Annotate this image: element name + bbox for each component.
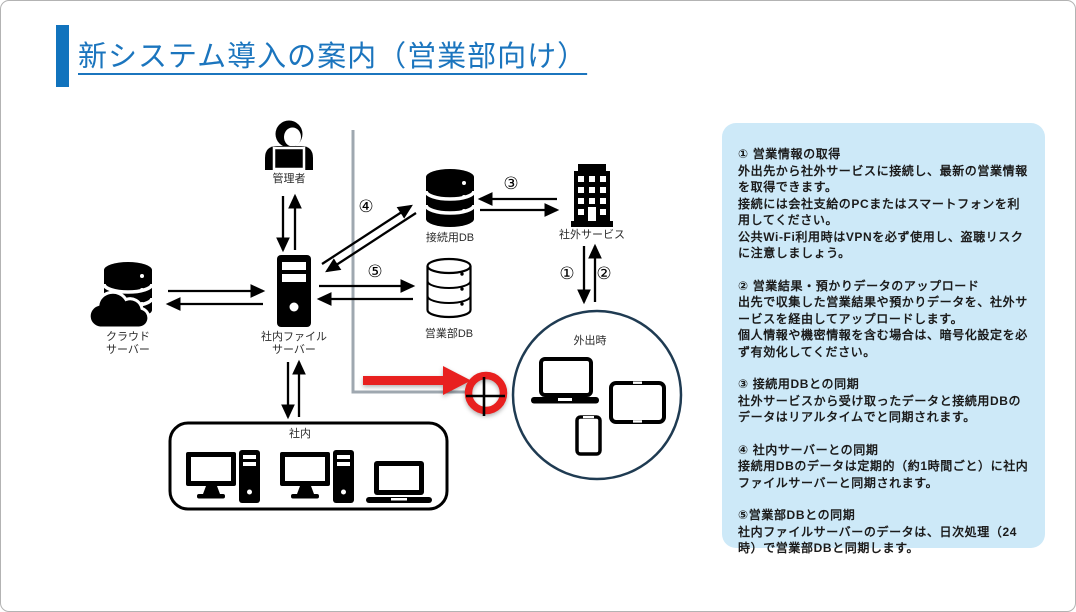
- tablet-icon: [609, 381, 666, 424]
- info-panel: ① 営業情報の取得 外出先から社外サービスに接続し、最新の営業情報を取得できます…: [722, 123, 1045, 555]
- section-line: 出先で収集した営業結果や預かりデータを、社外サービスを経由してアップロードします…: [738, 295, 1028, 326]
- out-of-office-circle: [511, 309, 683, 481]
- panel-section-4: ④ 社内サーバーとの同期 接続用DBのデータは定期的（約1時間ごと）に社内ファイ…: [738, 442, 1031, 492]
- external-service-icon: [571, 164, 613, 227]
- file-server-label-2: サーバー: [272, 343, 316, 356]
- out-of-office-label: 外出時: [574, 333, 607, 347]
- page-title: 新システム導入の案内（営業部向け）: [78, 41, 588, 73]
- panel-section-1: ① 営業情報の取得 外出先から社外サービスに接続し、最新の営業情報を取得できます…: [738, 146, 1031, 262]
- section-line: 接続用DBのデータは定期的（約1時間ごと）に社内ファイルサーバーと同期されます。: [738, 459, 1029, 490]
- section-line: 接続には会社支給のPCまたはスマートフォンを利用してください。: [738, 196, 1021, 228]
- desktop-pc-icon-2: [280, 450, 354, 503]
- panel-section-2: ② 営業結果・預かりデータのアップロード 出先で収集した営業結果や預かりデータを…: [738, 278, 1031, 361]
- arrow-server-db: [321, 204, 417, 273]
- section-line: 外出先から社外サービスに接続し、最新の営業情報を取得できます。: [738, 163, 1028, 195]
- click-target-crosshair: [466, 377, 505, 416]
- smartphone-icon: [575, 415, 602, 456]
- red-annotation: [363, 366, 508, 415]
- red-arrow-head: [443, 366, 471, 395]
- arrow-label-5: ⑤: [367, 262, 382, 282]
- red-arrow: [363, 376, 445, 385]
- section-heading: ③ 接続用DBとの同期: [738, 377, 860, 391]
- connection-db-icon: [424, 169, 476, 227]
- sales-db-icon: [426, 257, 472, 319]
- section-heading: ⑤営業部DBとの同期: [738, 508, 856, 522]
- cloud-server-label-2: サーバー: [106, 343, 150, 356]
- file-server-label-1: 社内ファイル: [261, 329, 327, 343]
- section-heading: ① 営業情報の取得: [738, 147, 841, 161]
- arrow-label-1: ①: [559, 264, 574, 284]
- arrow-cloud-server: [165, 284, 266, 311]
- file-server-icon: [277, 255, 311, 327]
- section-heading: ④ 社内サーバーとの同期: [738, 442, 879, 457]
- cloud-server-label-1: クラウド: [106, 330, 150, 343]
- title-accent-bar: [56, 25, 69, 87]
- arrow-admin-server: [276, 193, 302, 253]
- arrow-label-3: ③: [503, 174, 518, 194]
- arrow-db-service: [477, 192, 560, 217]
- desktop-pc-icon-1: [186, 450, 260, 503]
- red-highlight-circle: [464, 371, 508, 415]
- laptop-solid-icon: [366, 461, 432, 503]
- arrow-label-4: ④: [358, 197, 373, 217]
- laptop-outline-icon: [531, 357, 599, 404]
- arrow-server-salesdb: [316, 279, 416, 306]
- section-line: 個人情報や機密情報を含む場合は、暗号化設定を必ず有効化してください。: [738, 328, 1028, 359]
- panel-section-3: ③ 接続用DBとの同期 社外サービスから受け取ったデータと接続用DBのデータはリ…: [738, 376, 1031, 426]
- panel-section-5: ⑤営業部DBとの同期 社内ファイルサーバーのデータは、日次処理（24時）で営業部…: [738, 507, 1031, 557]
- admin-icon: [265, 120, 313, 171]
- section-line: 社内ファイルサーバーのデータは、日次処理（24時）で営業部DBと同期します。: [738, 524, 1018, 556]
- external-service-label: 社外サービス: [559, 227, 625, 241]
- office-label: 社内: [289, 426, 311, 440]
- cloud-server-icon: [87, 262, 154, 330]
- admin-label: 管理者: [273, 171, 306, 185]
- arrow-label-2: ②: [596, 264, 611, 284]
- connection-db-label: 接続用DB: [426, 230, 474, 244]
- section-line: 社外サービスから受け取ったデータと接続用DBのデータはリアルタイムでと同期されま…: [738, 393, 1022, 425]
- connector-line: [351, 130, 470, 394]
- arrow-service-out: [577, 243, 602, 305]
- section-line: 公共Wi-Fi利用時はVPNを必ず使用し、盗聴リスクに注意しましょう。: [738, 229, 1024, 261]
- arrow-server-office: [281, 359, 306, 420]
- sales-db-label: 営業部DB: [425, 326, 473, 340]
- section-heading: ② 営業結果・預かりデータのアップロード: [738, 278, 980, 293]
